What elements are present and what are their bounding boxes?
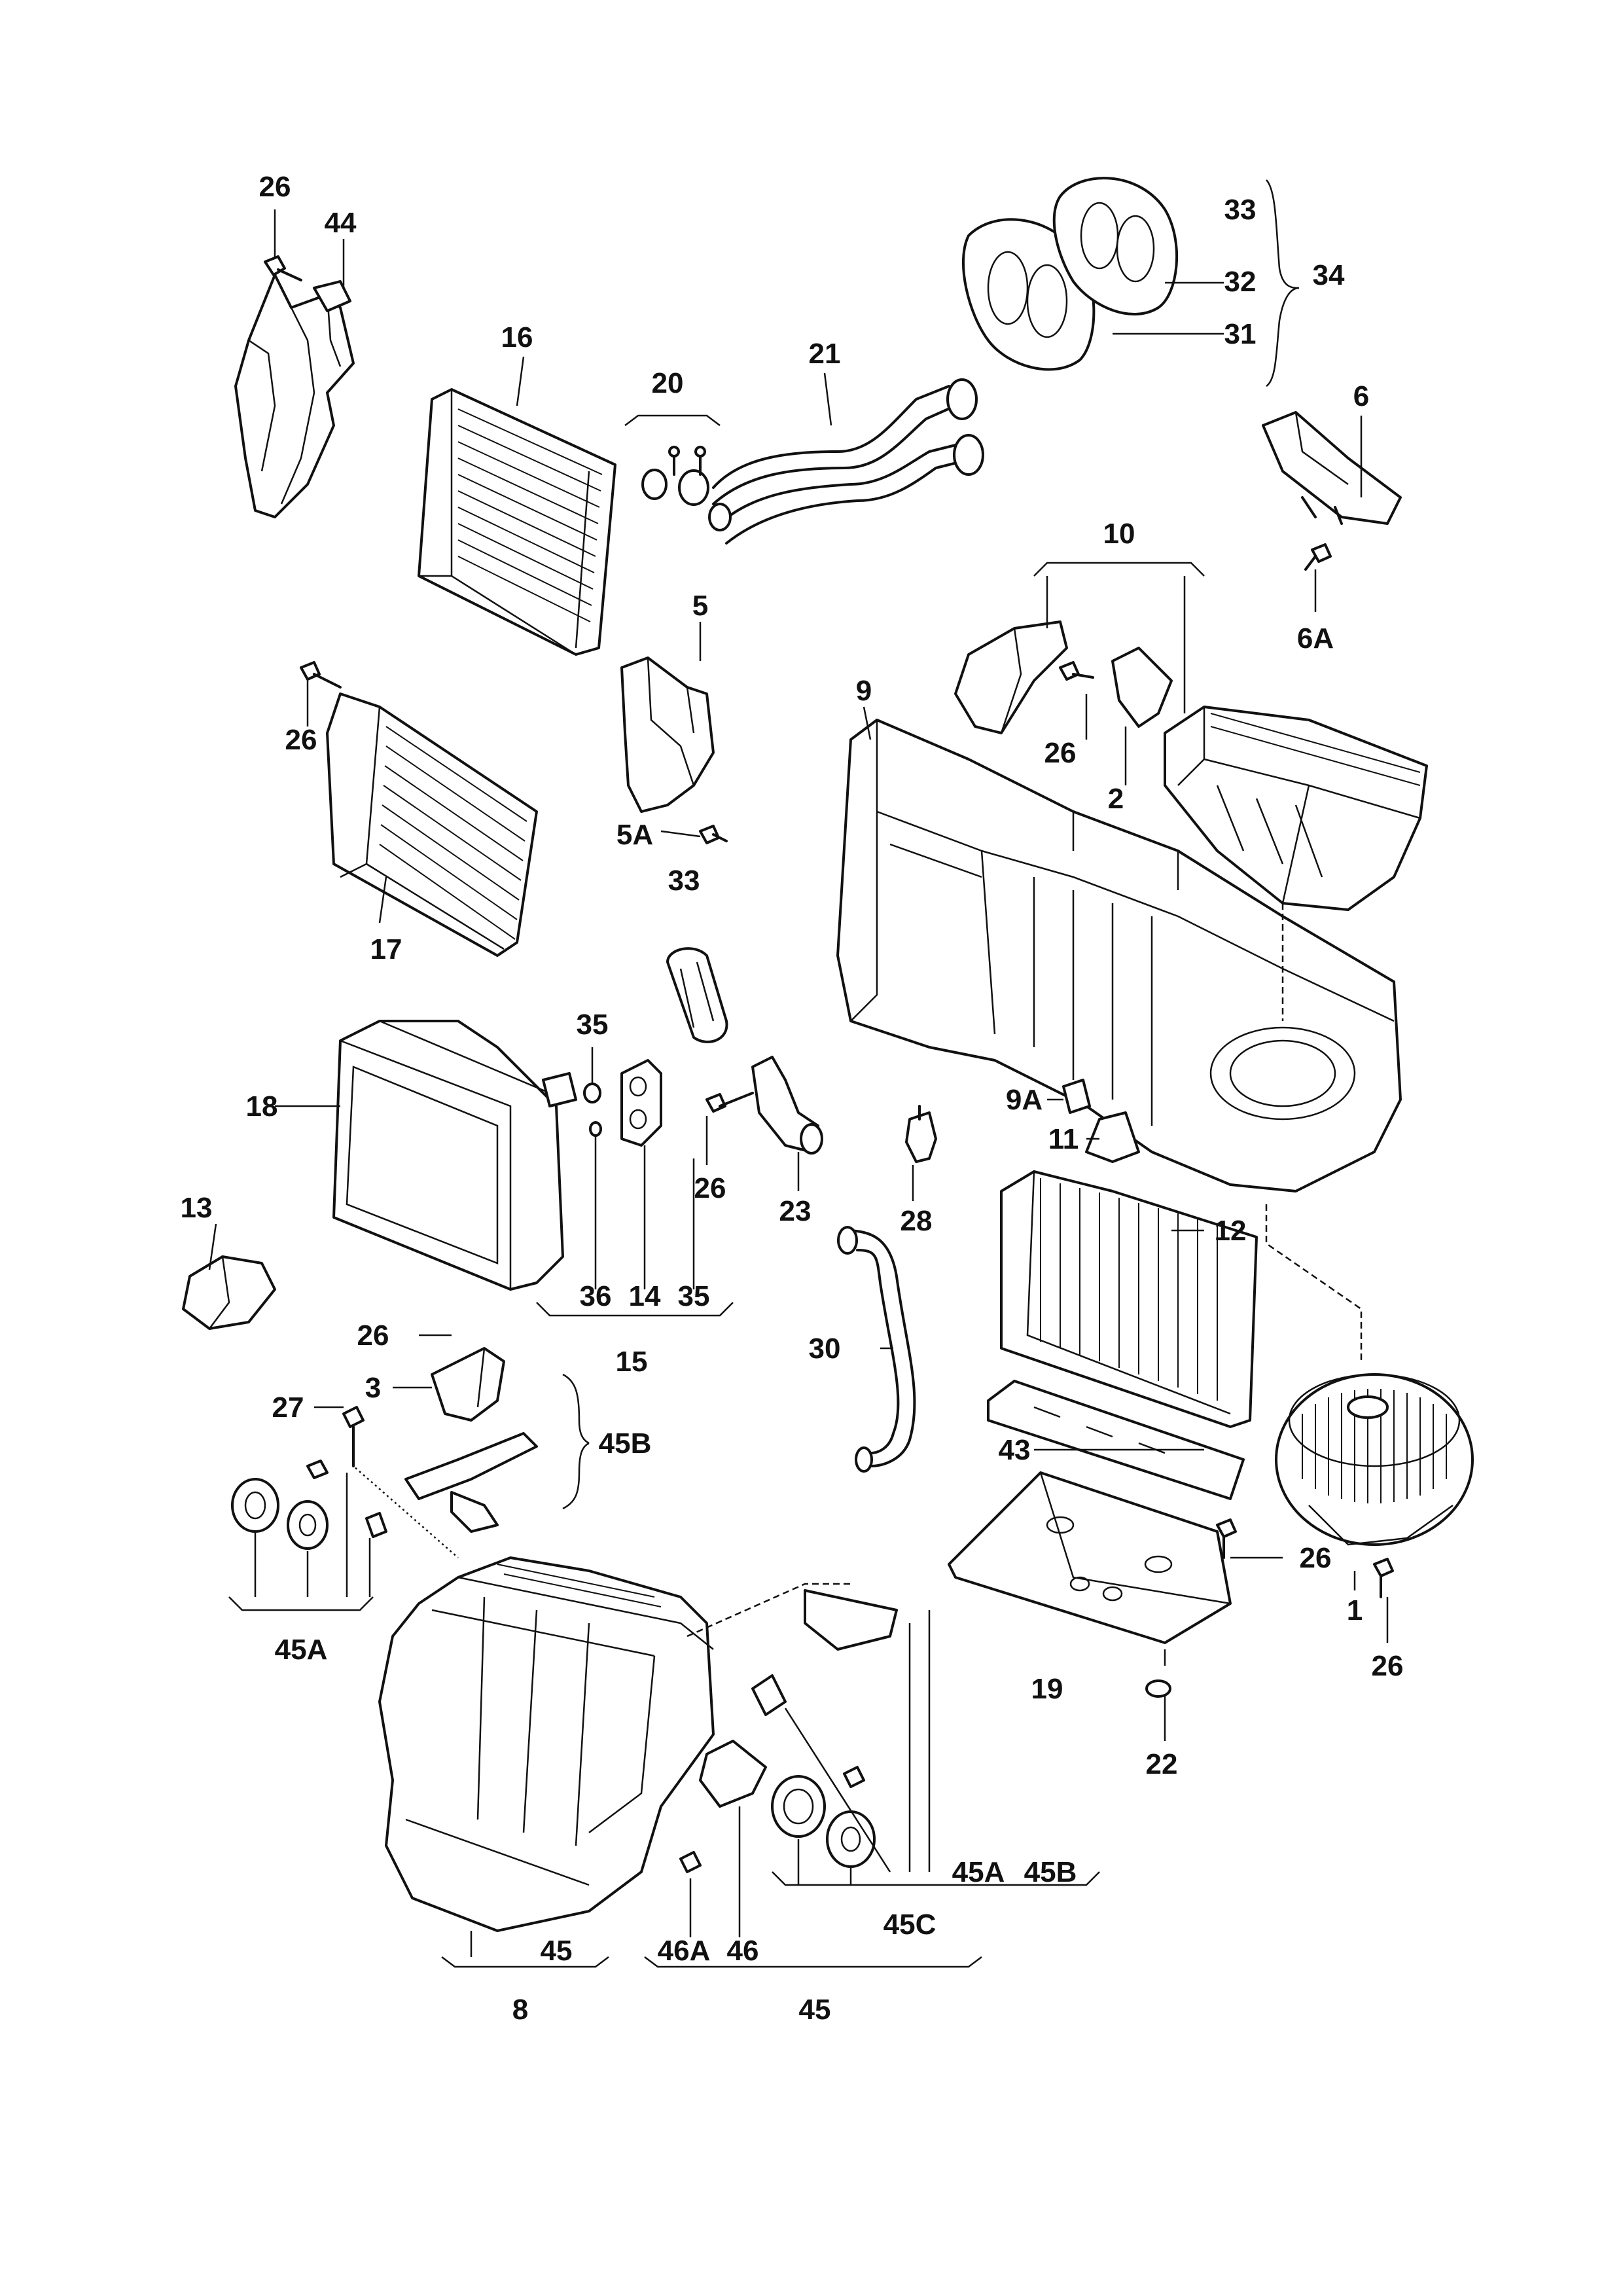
part-12-cabin-filter bbox=[1000, 1170, 1258, 1428]
callout-44: 44 bbox=[325, 207, 357, 239]
part-3-actuator bbox=[431, 1347, 505, 1422]
part-43-seal-plate bbox=[987, 1380, 1245, 1500]
callout-15: 15 bbox=[616, 1346, 648, 1378]
callout-23: 23 bbox=[779, 1195, 812, 1227]
callout-22: 22 bbox=[1146, 1748, 1178, 1780]
callout-35: 35 bbox=[678, 1280, 710, 1312]
callout-28: 28 bbox=[901, 1205, 933, 1237]
callout-17: 17 bbox=[370, 933, 402, 965]
callout-8: 8 bbox=[512, 1994, 528, 2026]
callout-9: 9 bbox=[856, 675, 872, 707]
part-19-drain-tray bbox=[948, 1471, 1232, 1644]
part-22-plug bbox=[1145, 1679, 1171, 1698]
callout-18: 18 bbox=[246, 1090, 278, 1122]
callout-26: 26 bbox=[259, 171, 291, 203]
callout-45a: 45A bbox=[952, 1856, 1005, 1888]
callout-26: 26 bbox=[694, 1172, 726, 1204]
callout-45: 45 bbox=[799, 1994, 831, 2026]
callout-1: 1 bbox=[1347, 1594, 1363, 1626]
callout-5a: 5A bbox=[616, 819, 653, 851]
callout-26: 26 bbox=[1372, 1650, 1404, 1682]
part-33-grommet bbox=[666, 947, 728, 1043]
callout-16: 16 bbox=[501, 321, 533, 353]
callout-46a: 46A bbox=[658, 1935, 711, 1967]
part-27-sensor bbox=[342, 1406, 365, 1467]
part-45c-gears bbox=[751, 1589, 898, 1868]
callout-33: 33 bbox=[668, 865, 700, 897]
callout-45: 45 bbox=[541, 1935, 573, 1967]
part-5-bracket bbox=[620, 656, 728, 844]
callout-10: 10 bbox=[1103, 518, 1135, 550]
part-26-screw-a bbox=[264, 255, 302, 281]
part-9a-11-clips bbox=[1062, 1079, 1140, 1163]
callout-19: 19 bbox=[1031, 1673, 1063, 1705]
callout-45c: 45C bbox=[883, 1909, 936, 1941]
part-6-bracket bbox=[1262, 411, 1402, 571]
callout-6: 6 bbox=[1353, 380, 1369, 412]
callout-5: 5 bbox=[692, 590, 708, 622]
part-14-valve bbox=[583, 1059, 662, 1147]
part-44-bracket bbox=[234, 274, 355, 518]
part-18-housing bbox=[332, 1020, 577, 1291]
callout-27: 27 bbox=[272, 1391, 304, 1424]
part-10-flaps bbox=[954, 620, 1173, 734]
callout-33: 33 bbox=[1224, 194, 1257, 226]
callout-14: 14 bbox=[629, 1280, 661, 1312]
part-16-heater-core bbox=[418, 388, 616, 656]
callout-43: 43 bbox=[999, 1434, 1031, 1466]
part-46-bracket bbox=[679, 1740, 767, 1873]
part-13-actuator bbox=[182, 1255, 276, 1330]
callout-26: 26 bbox=[285, 724, 317, 756]
callout-34: 34 bbox=[1313, 259, 1345, 291]
part-28-valve bbox=[905, 1105, 937, 1163]
callout-30: 30 bbox=[809, 1333, 841, 1365]
leader-lines bbox=[208, 179, 1389, 1968]
part-10-filter-cover bbox=[1164, 706, 1428, 911]
part-23-fitting bbox=[705, 1056, 823, 1155]
callout-32: 32 bbox=[1224, 266, 1257, 298]
callout-6a: 6A bbox=[1297, 622, 1334, 655]
callout-36: 36 bbox=[580, 1280, 612, 1312]
callout-12: 12 bbox=[1215, 1215, 1247, 1247]
callout-21: 21 bbox=[809, 338, 841, 370]
part-20-clips bbox=[641, 446, 709, 506]
callout-2: 2 bbox=[1108, 783, 1124, 815]
part-45a-gears-left bbox=[231, 1460, 387, 1550]
callout-26: 26 bbox=[357, 1319, 389, 1352]
callout-35: 35 bbox=[577, 1009, 609, 1041]
callout-13: 13 bbox=[181, 1192, 213, 1224]
part-31-32-gaskets bbox=[961, 177, 1179, 371]
callout-46: 46 bbox=[727, 1935, 759, 1967]
callout-3: 3 bbox=[365, 1372, 381, 1404]
callout-20: 20 bbox=[652, 367, 684, 399]
callout-11: 11 bbox=[1048, 1123, 1079, 1155]
callout-45a: 45A bbox=[275, 1634, 328, 1666]
callout-labels: 26 44 16 20 21 33 32 34 31 6 6A 10 5 26 … bbox=[181, 171, 1404, 2026]
part-45b-linkage bbox=[404, 1432, 538, 1533]
callout-26: 26 bbox=[1044, 737, 1077, 769]
part-26-screws-right bbox=[1216, 1518, 1394, 1598]
part-8-hvac-case bbox=[378, 1556, 715, 1932]
callout-9a: 9A bbox=[1006, 1084, 1043, 1116]
part-1-blower-motor bbox=[1275, 1373, 1474, 1546]
callout-31: 31 bbox=[1224, 318, 1257, 350]
part-17-evaporator bbox=[300, 661, 538, 957]
callout-26: 26 bbox=[1300, 1542, 1332, 1574]
callout-45b: 45B bbox=[599, 1427, 652, 1460]
part-21-coolant-pipes bbox=[708, 378, 984, 545]
part-9-blower-housing bbox=[836, 719, 1402, 1193]
part-30-drain-hose bbox=[837, 1226, 916, 1473]
callout-45b: 45B bbox=[1024, 1856, 1077, 1888]
